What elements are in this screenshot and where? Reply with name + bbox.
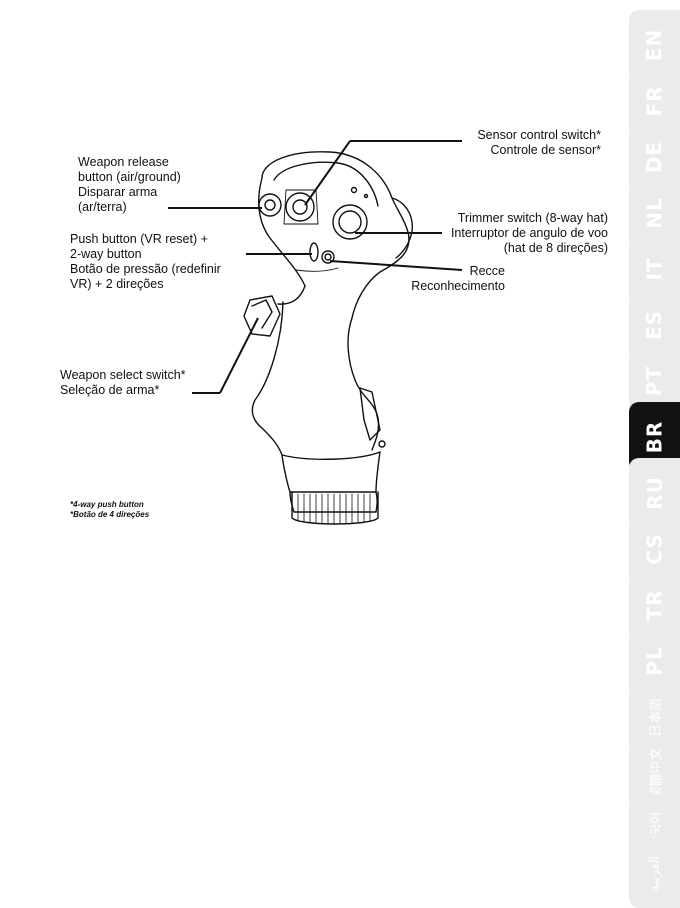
label-line: Reconhecimento xyxy=(411,279,505,293)
tab-label: IT xyxy=(642,257,667,281)
tab-label: RU xyxy=(642,476,667,510)
label-line: Trimmer switch (8-way hat) xyxy=(457,211,608,225)
tab-label: العربية xyxy=(647,855,662,891)
weapon-select-switch xyxy=(243,295,281,337)
label-weapon-select: Weapon select switch* Seleção de arma* xyxy=(60,368,186,398)
tab-label: FR xyxy=(642,85,667,117)
tab-label: 日本語 xyxy=(648,697,664,737)
label-line: Recce xyxy=(469,264,505,278)
grip-head xyxy=(261,151,410,319)
rear-paddle xyxy=(359,387,381,441)
tab-label: ES xyxy=(642,309,667,341)
label-line: Botão de pressão (redefinir xyxy=(70,262,221,276)
footnote: *4-way push button *Botão de 4 direções xyxy=(70,500,149,520)
label-line: 2-way button xyxy=(70,247,142,261)
label-recce: Recce Reconhecimento xyxy=(400,264,505,294)
label-line: Push button (VR reset) + xyxy=(70,232,208,246)
label-line: Weapon release xyxy=(78,155,169,169)
push-button-2way xyxy=(309,242,319,262)
weapon-release-button xyxy=(258,193,282,217)
tab-label: BR xyxy=(642,420,667,454)
recce-button xyxy=(321,250,335,264)
grip-base-ring xyxy=(291,491,379,525)
label-line: Interruptor de angulo de voo xyxy=(450,226,608,240)
tab-label: DE xyxy=(642,140,667,174)
label-weapon-release: Weapon release button (air/ground) Dispa… xyxy=(78,155,181,215)
label-line: (ar/terra) xyxy=(78,200,127,214)
label-line: VR) + 2 direções xyxy=(70,277,164,291)
label-line: Sensor control switch* xyxy=(477,128,601,142)
label-trimmer-switch: Trimmer switch (8-way hat) Interruptor d… xyxy=(420,211,608,256)
label-line: Seleção de arma* xyxy=(60,383,160,397)
tab-label: EN xyxy=(642,28,667,62)
grip-collar xyxy=(281,451,381,493)
tab-label: CS xyxy=(642,533,667,565)
label-line: Disparar arma xyxy=(78,185,158,199)
footnote-line: *4-way push button xyxy=(70,500,144,509)
label-line: (hat de 8 direções) xyxy=(503,241,608,255)
tab-label: PL xyxy=(642,646,667,676)
trimmer-hat xyxy=(332,204,368,240)
label-line: Weapon select switch* xyxy=(60,368,186,382)
label-sensor-control: Sensor control switch* Controle de senso… xyxy=(440,128,601,158)
grip-body xyxy=(277,285,306,305)
label-line: button (air/ground) xyxy=(78,170,181,184)
tab-label: PT xyxy=(642,365,667,397)
callout-line-recce xyxy=(329,260,463,271)
tab-label: NL xyxy=(642,197,667,229)
tab-label: 繁體中文 xyxy=(649,746,665,800)
label-line: Controle de sensor* xyxy=(490,143,601,157)
tab-label: TR xyxy=(642,589,667,621)
label-push-button: Push button (VR reset) + 2-way button Bo… xyxy=(70,232,221,292)
sensor-control-switch xyxy=(285,192,315,222)
footnote-line: *Botão de 4 direções xyxy=(70,510,150,519)
tab-ar[interactable]: العربية xyxy=(629,838,680,908)
